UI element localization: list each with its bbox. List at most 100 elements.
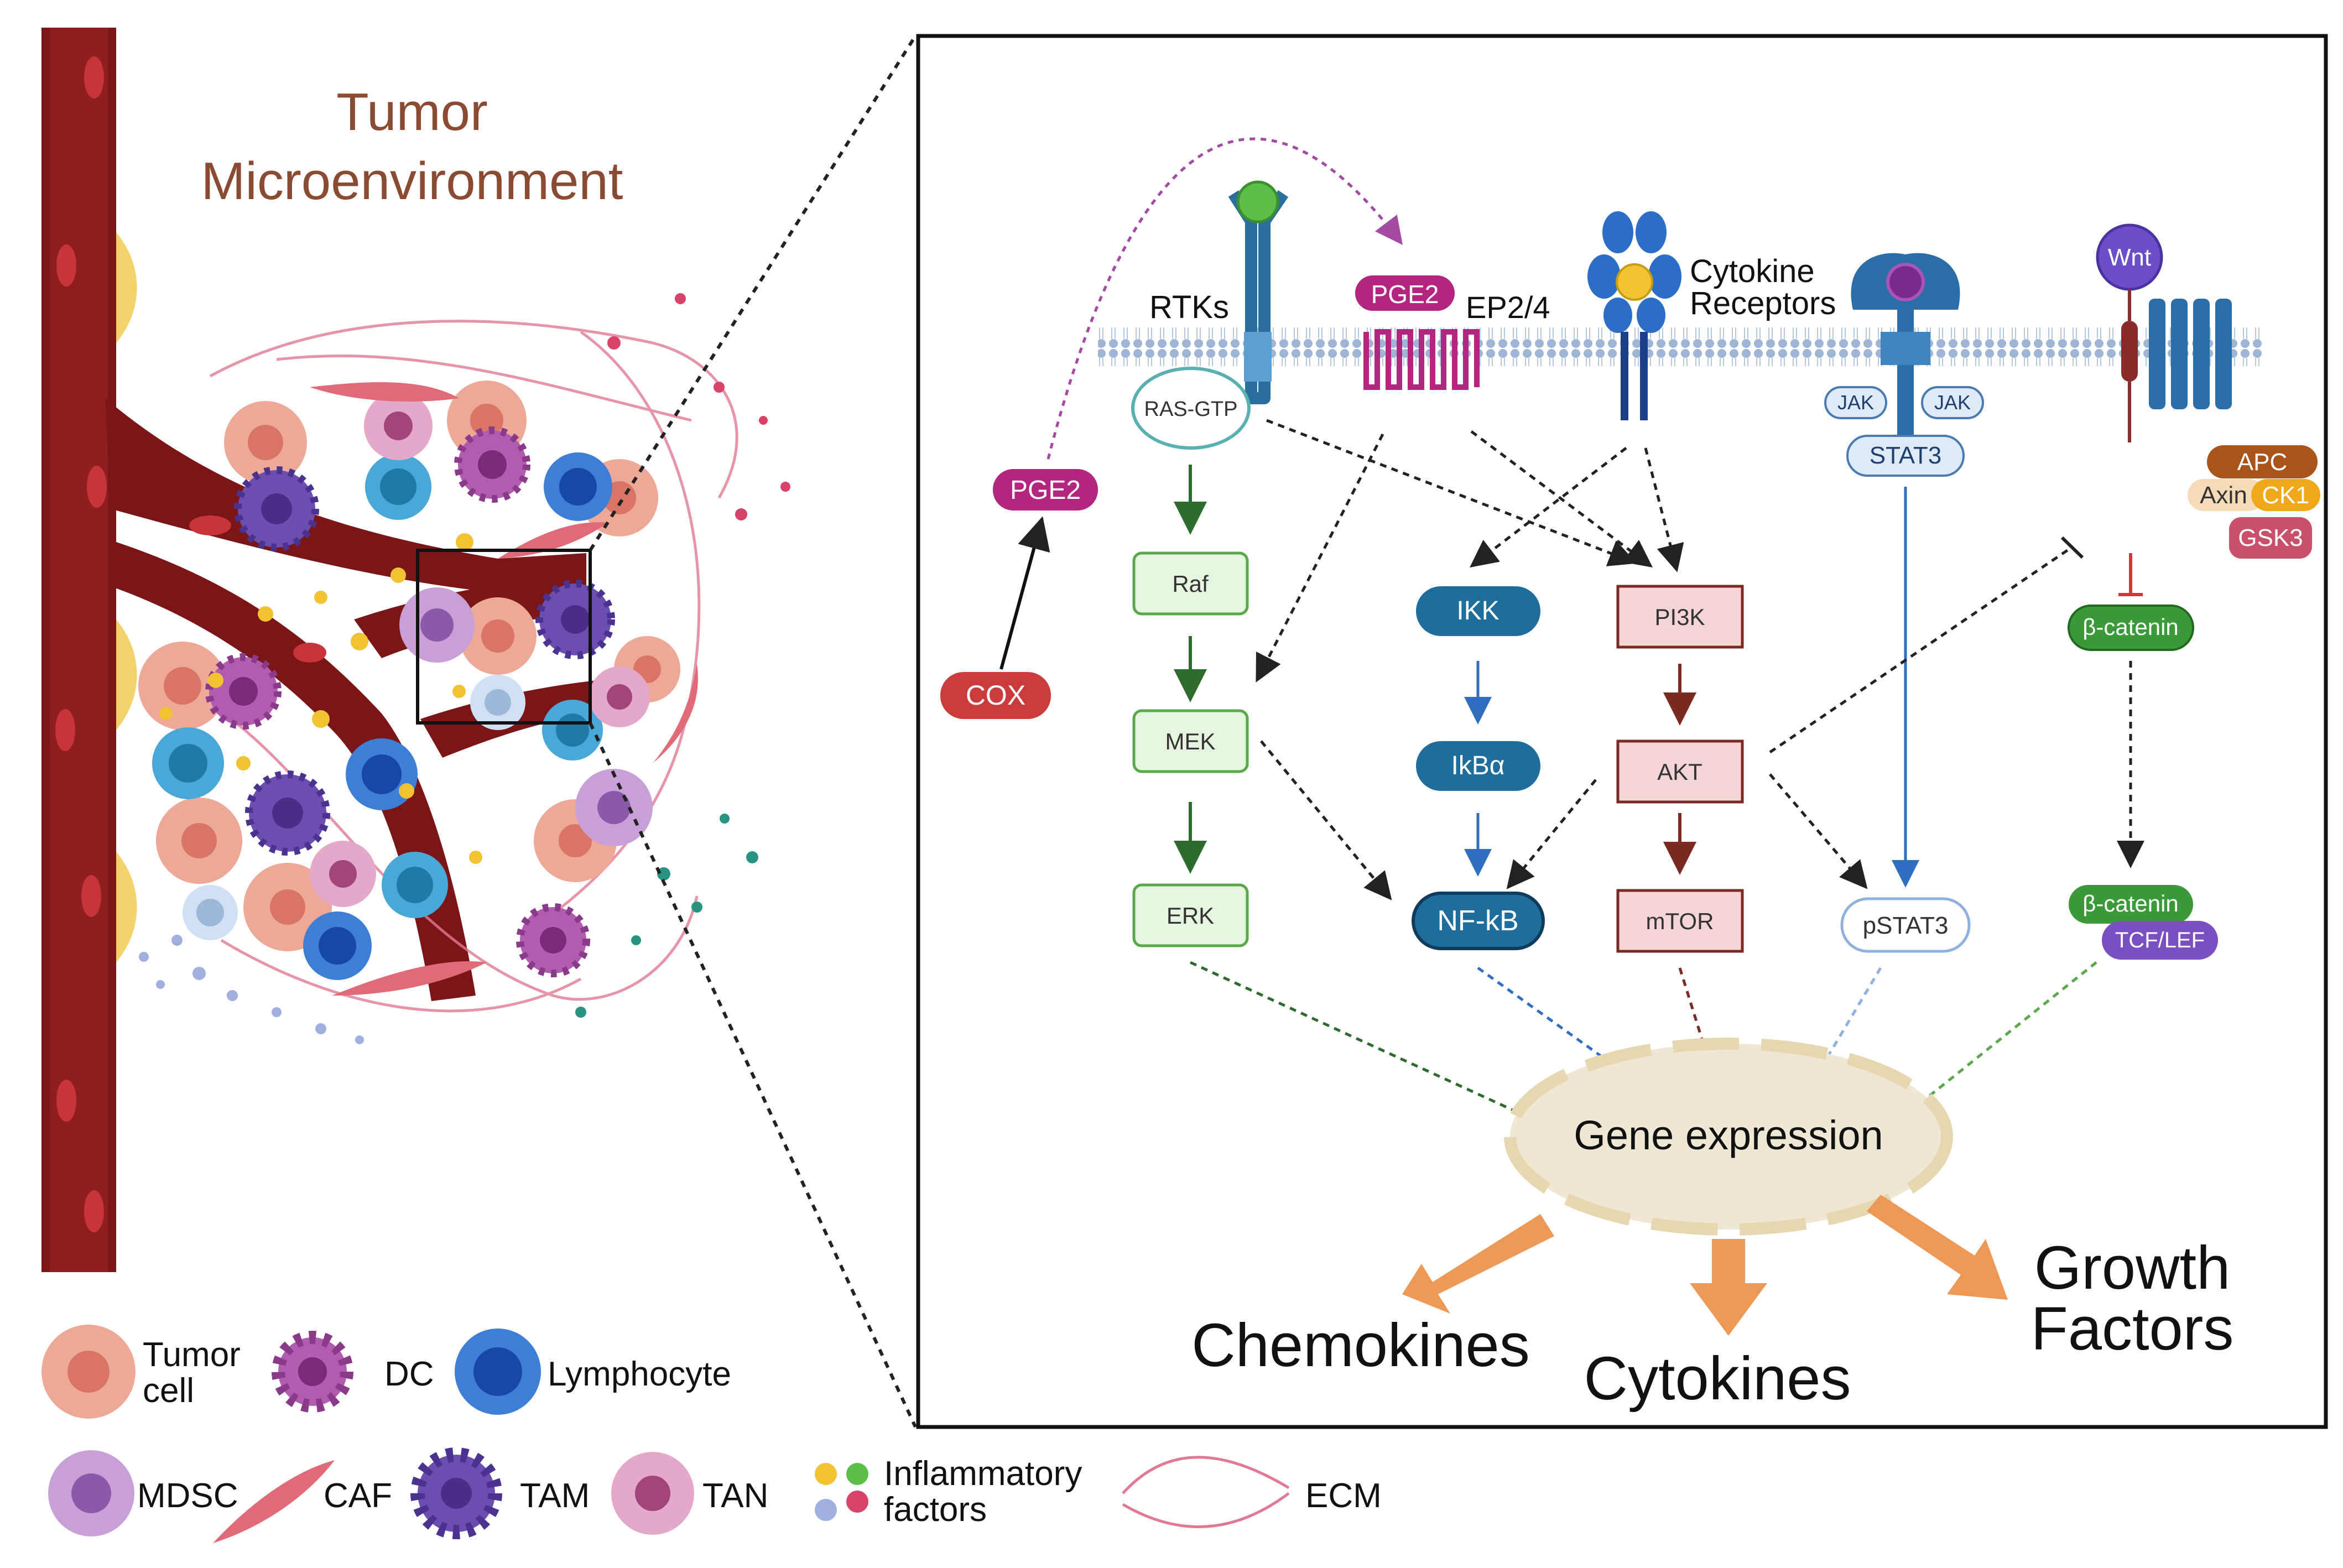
gsk3-pill [2229,517,2312,559]
output-cytokines: Cytokines [1584,1345,1851,1413]
label-cytokine-line1: Cytokine [1690,253,1815,289]
legend-lymphocyte-label: Lymphocyte [548,1355,731,1393]
mapk-pathway: Raf MEK ERK [1132,465,1249,947]
ikba-label: IkBα [1451,751,1504,780]
pge2-pill [993,469,1098,510]
bcatenin-label: β-catenin [2082,614,2179,640]
legend-lymphocyte-icon [455,1329,541,1415]
legend-inflammatory-line1: Inflammatory [884,1455,1082,1493]
legend-mdsc-icon [48,1450,134,1536]
legend-tam-icon [410,1447,502,1539]
rtk-ligand [1236,180,1279,223]
jak-left-pill [1824,386,1887,419]
cytokine-ligand [1616,263,1653,301]
jak-right-pill [1921,386,1984,419]
nfkb-label: NF-kB [1437,905,1518,937]
inflammatory-factor-dots [139,293,790,1044]
legend-caf-label: CAF [324,1477,392,1515]
pi3k-label: PI3K [1654,604,1705,630]
stat3-label: STAT3 [1870,442,1941,469]
lymphocytes [152,452,612,980]
tme-title-line2: Microenvironment [201,152,623,211]
legend: Tumor cell DC Lymphocyte MDSC CAF TAM TA… [41,1325,1382,1543]
blood-vessel [41,28,600,1272]
axin-pill [2188,479,2265,511]
nfkb-node [1412,892,1545,950]
bcatenin-nuc-node [2069,885,2193,924]
pi3k-node [1616,585,1744,649]
jak-stat-receptor: JAK JAK STAT3 [1824,253,1984,477]
ras-gtp-label: RAS-GTP [1144,398,1238,421]
cox-to-pge2-arrow [999,516,1050,670]
label-cytokine-line2: Receptors [1690,285,1836,321]
legend-mdsc-label: MDSC [137,1477,238,1515]
jak-left-label: JAK [1837,391,1874,414]
label-rtks: RTKs [1149,289,1229,325]
tcflef-label: TCF/LEF [2115,928,2205,952]
legend-inflammatory-icon [815,1463,868,1521]
gene-expression-label: Gene expression [1574,1112,1883,1158]
pge2-label: PGE2 [1010,476,1081,505]
cell-membrane [1098,327,2265,366]
ck1-label: CK1 [2262,482,2309,509]
akt-label: AKT [1657,759,1702,785]
mek-node [1132,709,1249,773]
legend-tan-label: TAN [702,1477,768,1515]
raf-label: Raf [1172,571,1209,597]
destruction-complex: APC Axin CK1 GSK3 [2188,445,2320,559]
mdsc-tan-cells [310,392,653,907]
stat3-pill [1846,435,1965,477]
apc-pill [2207,445,2318,478]
pstat3-label: pSTAT3 [1863,912,1949,939]
output-growth-line1: Growth [2034,1234,2231,1302]
ep24-receptor [1363,329,1480,390]
pstat3-node [1840,897,1971,953]
apc-label: APC [2237,449,2287,476]
legend-tumor-line1: Tumor [143,1336,241,1374]
legend-ecm-icon [1122,1456,1290,1528]
pge2-loop-arrow [1046,137,1403,460]
mtor-label: mTOR [1646,908,1714,934]
zoom-lines [589,35,917,1428]
ras-gtp-node [1131,367,1251,450]
bcatenin-nuc-label: β-catenin [2082,890,2179,916]
erk-label: ERK [1167,903,1214,929]
legend-tumor-cell-icon [41,1325,136,1419]
legend-dc-label: DC [384,1355,434,1393]
nfkb-pathway: IKK IkBα NF-kB [1412,586,1545,950]
dc-tam-cells [205,426,615,977]
cox-label: COX [966,680,1025,711]
ck1-pill [2251,479,2320,511]
wnt-frizzled-receptor: Wnt [2096,223,2232,442]
legend-tan-icon [611,1452,694,1535]
mek-label: MEK [1165,728,1215,754]
legend-tumor-line2: cell [143,1372,194,1410]
nucleus [1504,1038,1953,1236]
pge2-on-receptor-pill [1355,275,1455,311]
legend-dc-icon [272,1331,353,1413]
mtor-node [1616,889,1744,953]
crosstalk-arrows [1256,419,2073,900]
legend-caf-icon [213,1460,335,1543]
legend-inflammatory-line2: factors [884,1491,987,1529]
raf-node [1132,551,1249,616]
ikba-node [1416,741,1540,791]
label-ep24: EP2/4 [1466,290,1550,325]
ikk-node [1416,586,1540,636]
wnt-label: Wnt [2108,244,2151,271]
legend-tam-label: TAM [520,1477,590,1515]
output-arrows [1402,1195,2008,1336]
cytokine-receptor [1587,211,1681,420]
legend-ecm-label: ECM [1305,1477,1382,1515]
pi3k-pathway: PI3K AKT mTOR [1616,585,1744,953]
akt-node [1616,739,1744,804]
tme-panel: Tumor Microenvironment [41,28,790,1272]
axin-label: Axin [2200,482,2247,509]
erk-node [1132,883,1249,947]
tme-title-line1: Tumor [336,82,488,142]
output-growth-line2: Factors [2031,1295,2234,1363]
rtk-receptor [1228,180,1289,404]
bcatenin-node [2068,605,2194,651]
ikk-label: IKK [1456,596,1499,626]
